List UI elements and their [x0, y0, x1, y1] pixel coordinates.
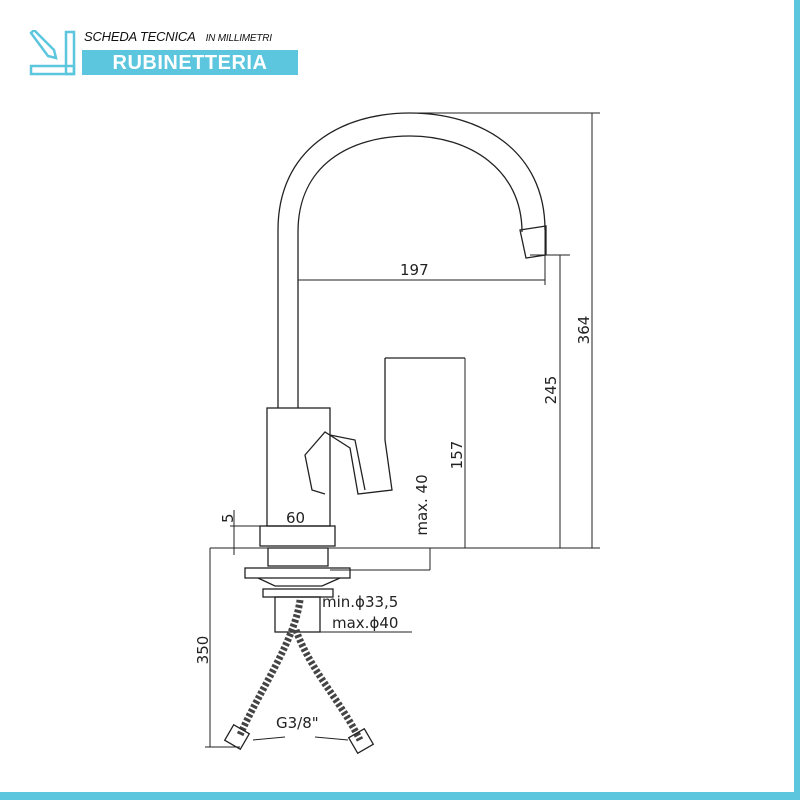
dim-total-height: 364	[575, 316, 593, 345]
dim-hose-length: 350	[194, 636, 212, 665]
dim-spout-reach: 197	[400, 261, 429, 279]
dim-base-thickness: 5	[219, 513, 237, 523]
dim-handle-height: 157	[448, 441, 466, 470]
dim-base-width: 60	[286, 509, 305, 527]
hose-right	[292, 628, 364, 742]
spout-tip	[519, 225, 547, 259]
mount-plate	[244, 567, 351, 579]
hose-left	[236, 599, 304, 737]
dim-hole-max: max.ϕ40	[332, 614, 398, 632]
dim-connection: G3/8"	[276, 714, 319, 732]
base-plate	[259, 525, 336, 547]
spout-inner	[297, 135, 523, 408]
unit-note: IN MILLIMETRI	[205, 33, 272, 44]
category-banner: RUBINETTERIA	[82, 50, 298, 75]
nut-left	[223, 723, 251, 751]
nut-right	[347, 727, 375, 755]
lever-handle	[304, 357, 465, 495]
ruler-pencil-icon	[29, 30, 76, 76]
spout-outer	[277, 112, 546, 408]
dim-max-deck: max. 40	[413, 474, 431, 535]
dim-hole-min: min.ϕ33,5	[322, 593, 398, 611]
dim-spout-height: 245	[542, 376, 560, 405]
